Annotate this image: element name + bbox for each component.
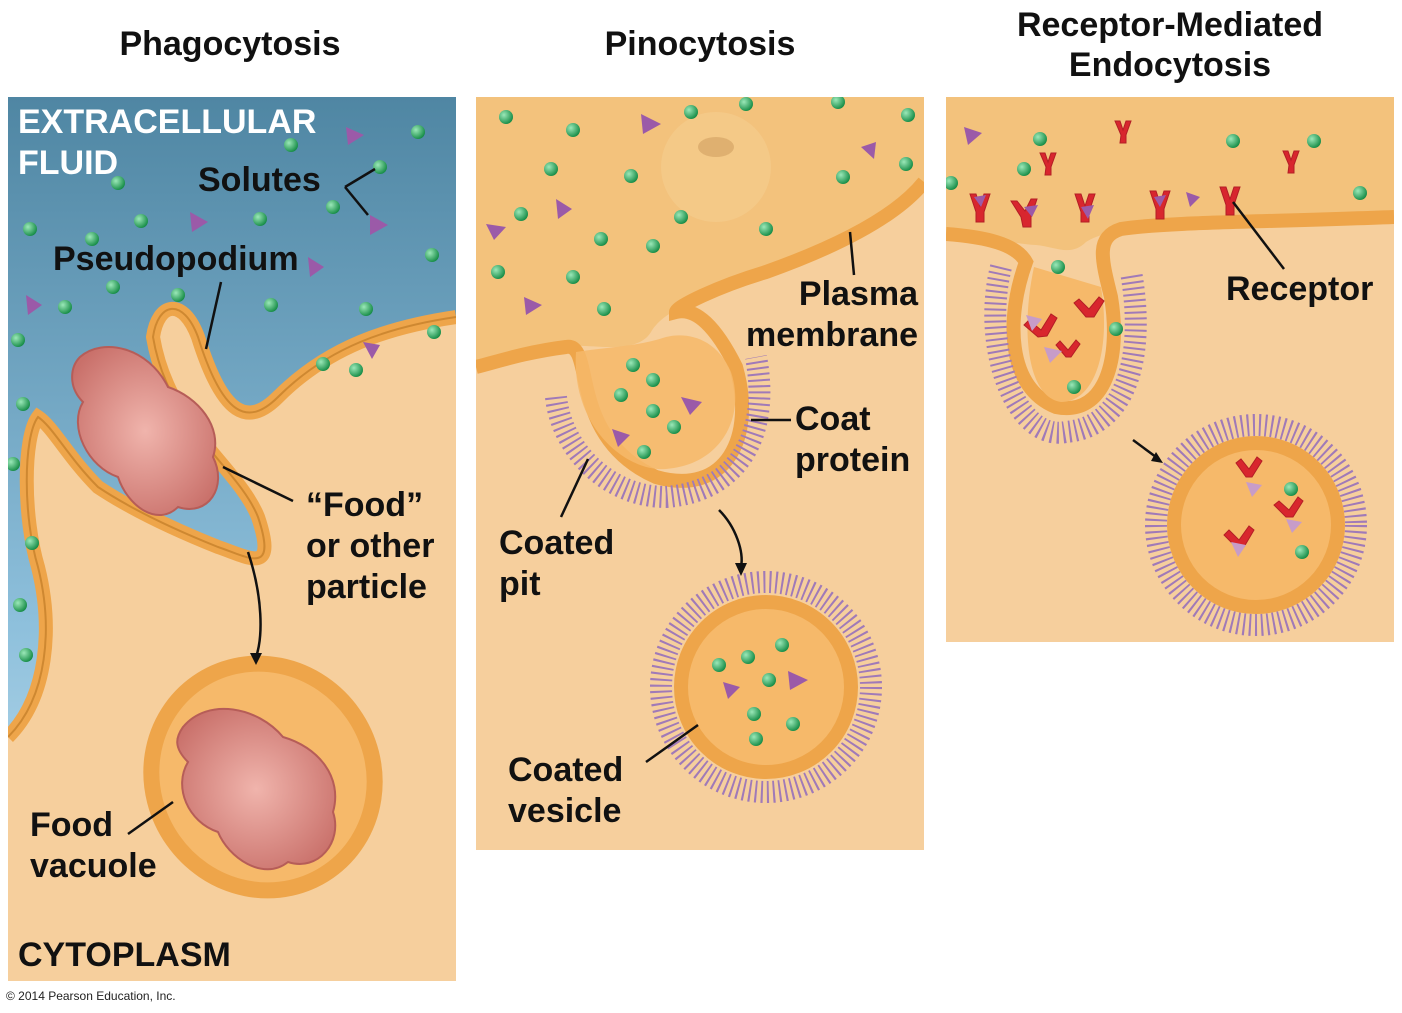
phagocytosis-illustration [8, 97, 456, 981]
solute-particles [486, 97, 915, 746]
coated-pit-label: Coated pit [499, 524, 615, 603]
solutes-label: Solutes [198, 161, 321, 199]
receptors [969, 120, 1304, 548]
process-arrow [1132, 438, 1157, 459]
pseudopodium-label: Pseudopodium [53, 240, 299, 278]
plasma-membrane-label: Plasma membrane [746, 275, 918, 354]
title-pinocytosis: Pinocytosis [604, 25, 796, 63]
process-arrow [246, 551, 262, 658]
coat-protein-pit [984, 264, 1147, 444]
coated-pit [1027, 267, 1105, 402]
food-particle [71, 346, 219, 517]
title-phagocytosis: Phagocytosis [119, 25, 341, 63]
pinocytosis-panel: Plasma membrane Coat protein Coated pit … [476, 97, 924, 850]
coat-protein-vesicle [650, 571, 882, 803]
food-vacuole-label: Food vacuole [30, 806, 157, 885]
food-in-vacuole [176, 707, 337, 871]
food-particle-label: “Food” or other particle [306, 486, 435, 606]
pinocytosis-illustration [476, 97, 924, 850]
extracellular-fluid-region [476, 97, 924, 367]
title-receptor-mediated-endocytosis: Receptor-Mediated Endocytosis [1016, 6, 1324, 84]
extracellular-fluid-label: EXTRACELLULAR FLUID [18, 103, 317, 182]
cytoplasm-label: CYTOPLASM [18, 936, 231, 974]
coated-vesicle [1167, 436, 1345, 614]
extracellular-fluid-region [946, 97, 1394, 251]
coat-protein-pit [545, 354, 771, 509]
receptor-mediated-illustration [946, 97, 1394, 642]
solute-particles [8, 125, 441, 662]
plasma-membrane [476, 177, 924, 488]
coated-vesicle-label: Coated vesicle [508, 751, 624, 830]
faint-vesicle [661, 112, 771, 222]
ligands [946, 127, 1367, 559]
plasma-membrane [946, 210, 1394, 416]
receptor-label: Receptor [1226, 270, 1374, 308]
coated-vesicle [674, 595, 858, 779]
process-arrow [718, 509, 743, 568]
coat-protein-label: Coat protein [795, 400, 911, 479]
copyright-notice: © 2014 Pearson Education, Inc. [6, 989, 176, 1003]
coat-protein-vesicle [1145, 414, 1367, 636]
receptor-mediated-panel: Receptor [946, 97, 1394, 642]
phagocytosis-panel: EXTRACELLULAR FLUID Solutes Pseudopodium… [8, 97, 456, 981]
